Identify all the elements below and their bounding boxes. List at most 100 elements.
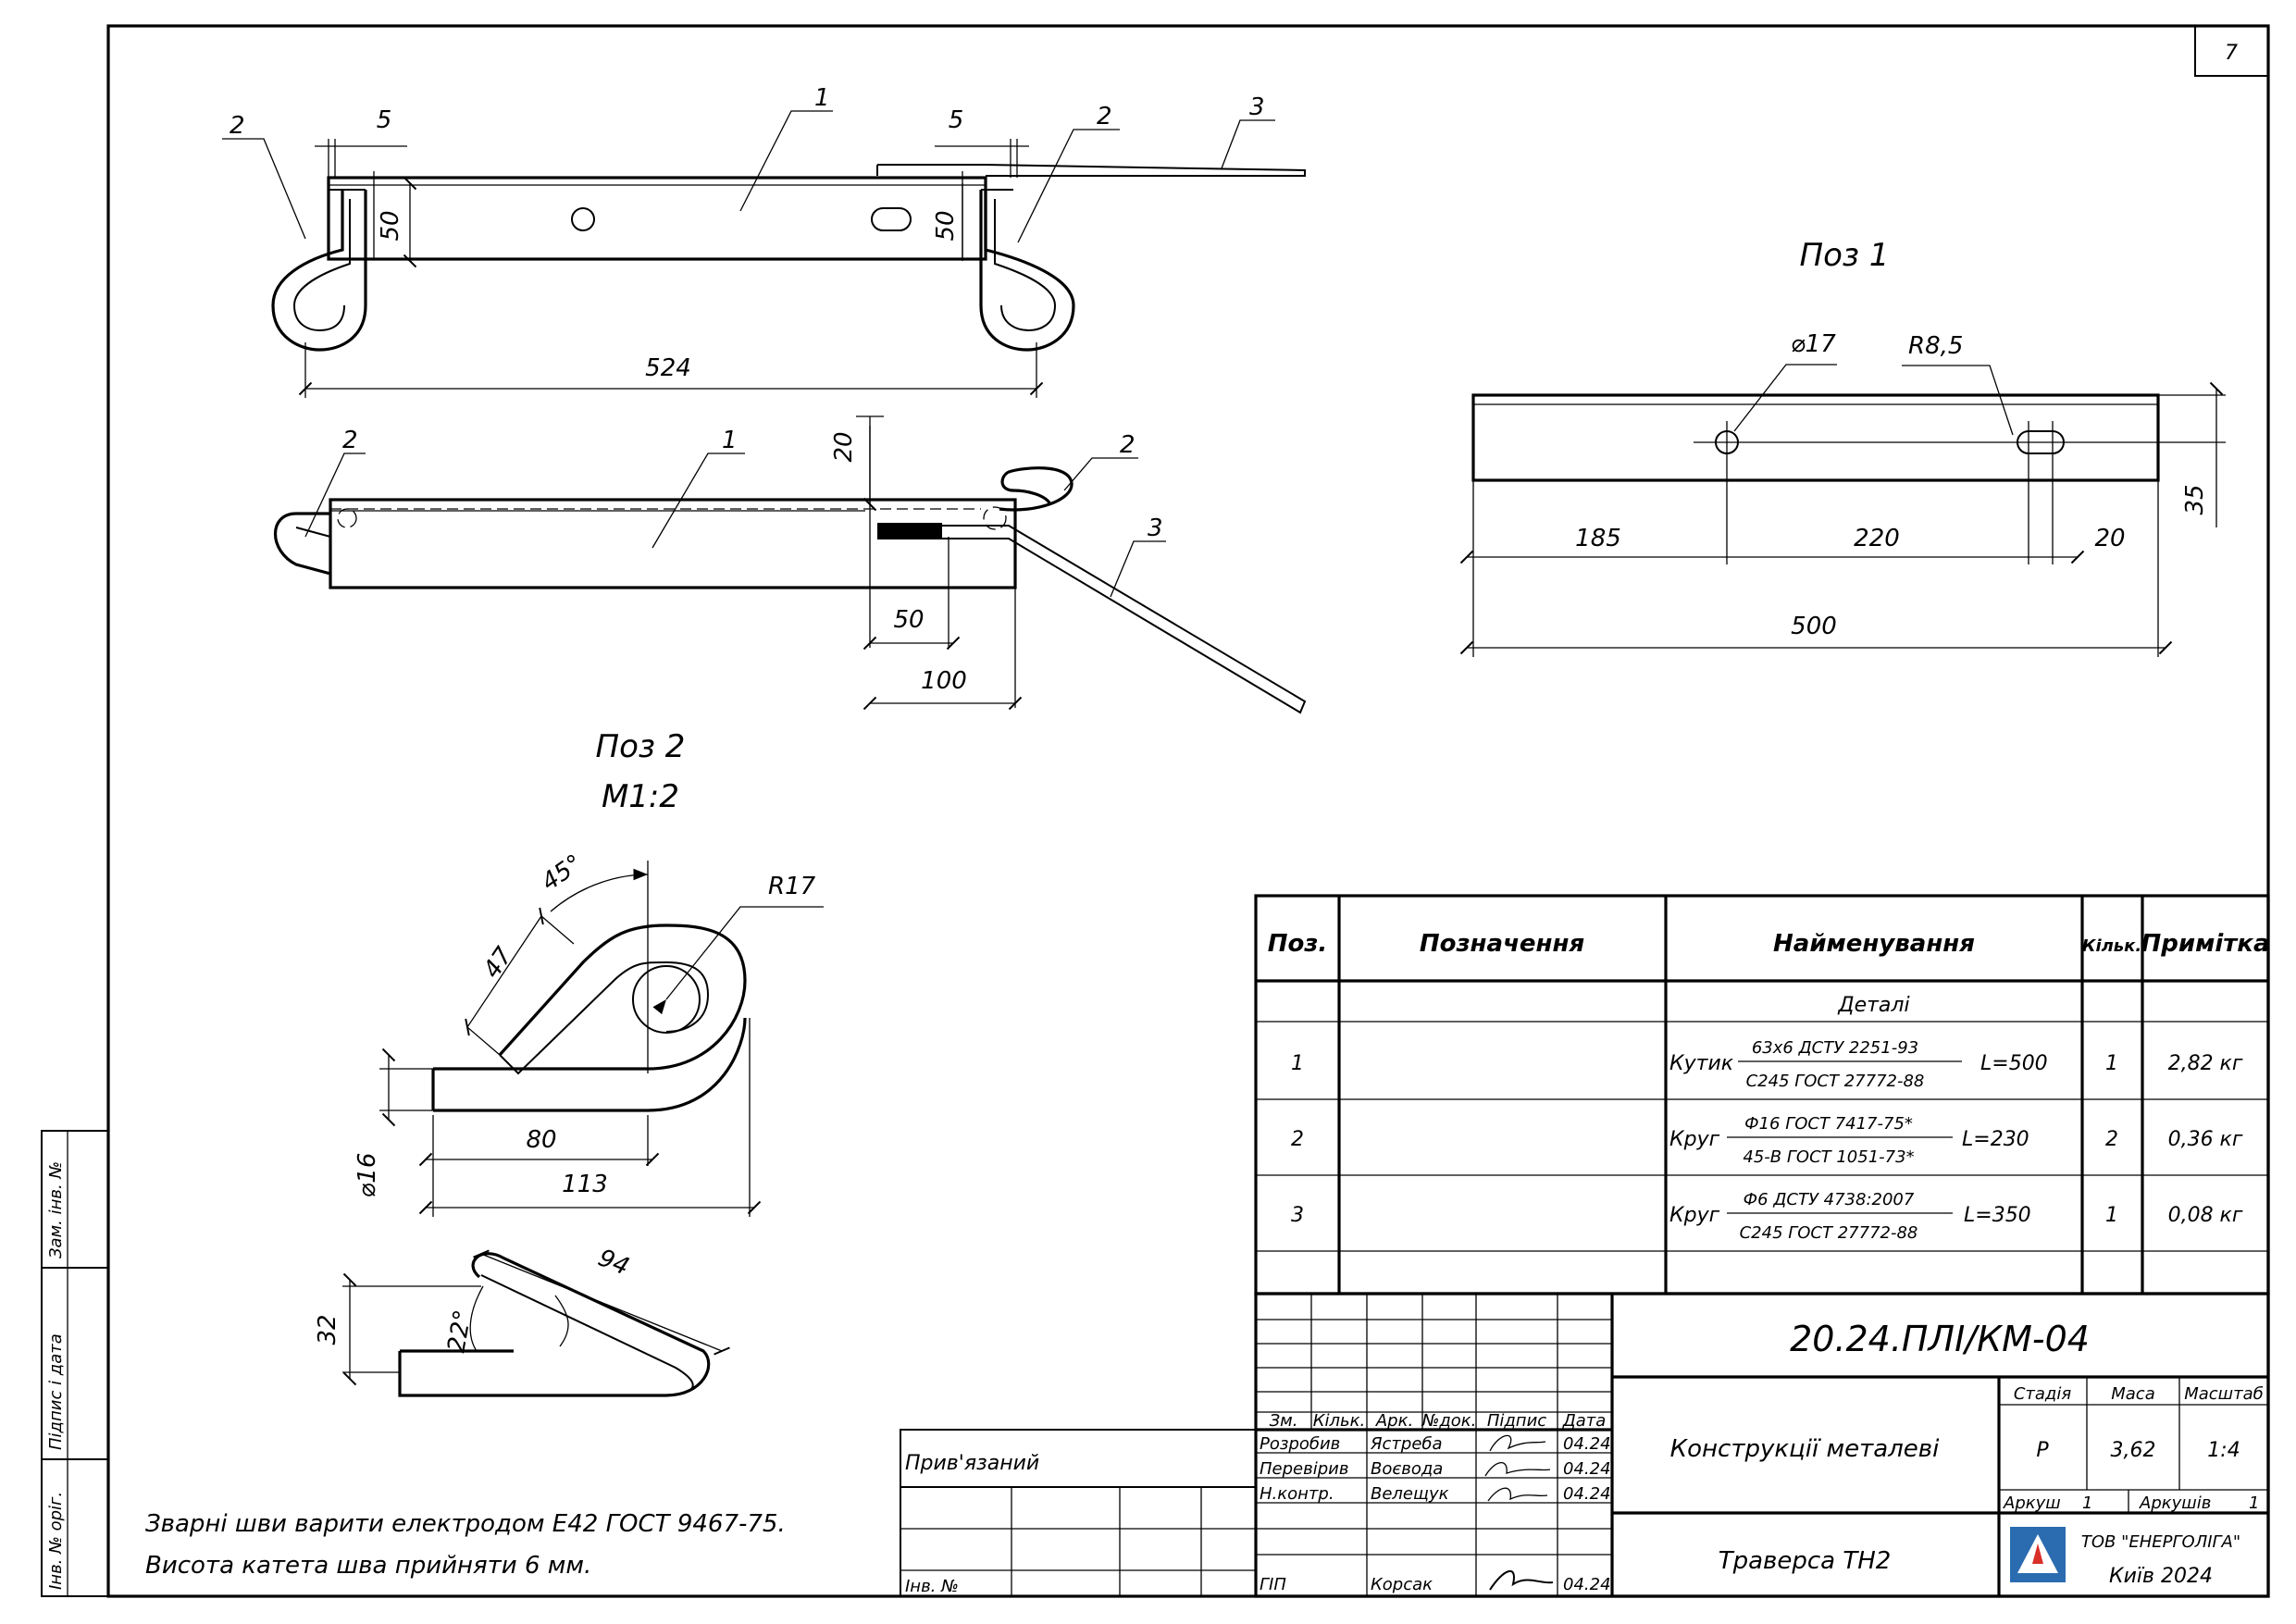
sheet-number-box: [2194, 25, 2269, 77]
tb-doc-code: 20.24.ПЛІ/КМ-04: [1790, 1319, 2090, 1359]
poz1-title: Поз 1: [1800, 237, 1890, 274]
note-electrode: Зварні шви варити електродом Е42 ГОСТ 94…: [145, 1510, 786, 1538]
sheet-frame: [106, 24, 2270, 1598]
tb-drawing-title: Траверса ТН2: [1719, 1547, 1892, 1575]
tb-city-year: Київ 2024: [2109, 1565, 2213, 1588]
tb-company: ТОВ "ЕНЕРГОЛІГА": [2081, 1532, 2240, 1552]
spec-row-pos: 1: [1291, 1052, 1304, 1075]
tb-sheet: 1: [2082, 1494, 2092, 1513]
dim-5-left: 5: [377, 106, 392, 134]
dim-50-left: 50: [377, 210, 404, 241]
tb-mass-label: Маса: [2111, 1384, 2155, 1404]
tb-section-title: Конструкції металеві: [1670, 1435, 1940, 1463]
tb-inv-no: Інв. №: [905, 1577, 959, 1596]
spec-table: Поз. Позначення Найменування Кільк. Прим…: [1254, 894, 2270, 1295]
plan-view: 50 100 20 1 2 2 3: [274, 415, 1307, 714]
spec-row-length: L=230: [1962, 1128, 2029, 1151]
tb-date: 04.24: [1563, 1434, 1611, 1454]
tb-role: Перевірив: [1260, 1459, 1348, 1479]
spec-row-length: L=350: [1964, 1204, 2031, 1227]
dim-20-plan: 20: [830, 431, 858, 462]
poz2-dim113: 113: [562, 1171, 608, 1198]
poz2-dim94: 94: [594, 1244, 633, 1281]
callout-3-elev: 3: [1249, 93, 1265, 121]
spec-row-qty: 2: [2105, 1128, 2118, 1151]
spec-row-qty: 1: [2105, 1052, 2118, 1075]
sheet-number: 7: [2225, 42, 2238, 65]
dim-220: 220: [1854, 525, 1900, 552]
callout-1-plan: 1: [722, 427, 738, 454]
poz2-angle45: 45°: [537, 849, 588, 897]
callout-2-plan-left: 2: [342, 427, 358, 454]
side-stamp-signature-date: Підпис і дата: [46, 1333, 66, 1450]
callout-1-elev: 1: [814, 84, 830, 112]
spec-header-qty: Кільк.: [2082, 936, 2142, 956]
spec-header-name: Найменування: [1773, 930, 1975, 958]
poz2-angle22: 22°: [442, 1308, 478, 1355]
poz1-hole: ⌀17: [1791, 330, 1836, 358]
spec-row-pos: 2: [1291, 1128, 1304, 1151]
tb-col-kilk: Кільк.: [1313, 1411, 1366, 1431]
spec-row-length: L=500: [1980, 1052, 2048, 1075]
tb-scale-label: Масштаб: [2184, 1384, 2264, 1404]
tb-date: 04.24: [1563, 1484, 1611, 1504]
dim-50-right: 50: [932, 210, 960, 241]
tb-linked: Прив'язаний: [905, 1452, 1039, 1475]
poz1-slot: R8,5: [1908, 332, 1963, 360]
signature-marks: [1484, 1434, 1554, 1591]
tb-sheet-label: Аркуш: [2003, 1494, 2061, 1513]
tb-role: Н.контр.: [1260, 1484, 1334, 1504]
tb-col-doc: №док.: [1421, 1411, 1477, 1431]
spec-header-note: Примітка: [2141, 930, 2269, 958]
tb-sheets: 1: [2249, 1494, 2259, 1513]
tb-stage-label: Стадія: [2014, 1384, 2072, 1404]
poz2-dim32: 32: [314, 1314, 341, 1345]
poz2-scale: М1:2: [602, 778, 679, 815]
spec-row-pos: 3: [1291, 1204, 1304, 1227]
spec-row-kind: Кутик: [1669, 1052, 1734, 1075]
spec-row-note: 2,82 кг: [2168, 1052, 2243, 1075]
spec-row-qty: 1: [2105, 1204, 2118, 1227]
spec-row-bottom: 45-В ГОСТ 1051-73*: [1743, 1147, 1914, 1167]
tb-role: ГІП: [1260, 1575, 1286, 1594]
tb-date: 04.24: [1563, 1459, 1611, 1479]
spec-row-kind: Круг: [1669, 1204, 1720, 1227]
spec-row: 1 Кутик 63х6 ДСТУ 2251-93 С245 ГОСТ 2777…: [1291, 1038, 2243, 1091]
poz2-r17: R17: [768, 873, 816, 900]
callout-2-elev-left: 2: [230, 112, 245, 140]
tb-col-date: Дата: [1562, 1411, 1607, 1431]
note-weld-height: Висота катета шва прийняти 6 мм.: [145, 1552, 591, 1580]
tb-stage: Р: [2036, 1439, 2049, 1462]
spec-row-bottom: С245 ГОСТ 27772-88: [1746, 1072, 1925, 1091]
dim-5-right: 5: [949, 106, 964, 134]
tb-role: Розробив: [1260, 1434, 1340, 1454]
elevation-view: 524 5 5 50 50 1 2 2 3: [222, 84, 1306, 398]
spec-header-pos: Поз.: [1268, 930, 1328, 958]
tb-name: Корсак: [1371, 1575, 1433, 1594]
spec-row-kind: Круг: [1669, 1128, 1720, 1151]
callout-2-plan-right: 2: [1120, 431, 1136, 459]
poz2-dim47: 47: [478, 942, 519, 984]
tb-date: 04.24: [1563, 1575, 1611, 1594]
spec-row: 3 Круг Ф6 ДСТУ 4738:2007 С245 ГОСТ 27772…: [1291, 1190, 2243, 1243]
spec-row-bottom: С245 ГОСТ 27772-88: [1740, 1223, 1918, 1243]
dim-500: 500: [1791, 613, 1837, 640]
tb-col-zm: Зм.: [1270, 1411, 1298, 1431]
spec-row-top: 63х6 ДСТУ 2251-93: [1752, 1038, 1918, 1058]
company-logo: [2010, 1527, 2066, 1582]
tb-name: Велещук: [1371, 1484, 1449, 1504]
poz2-dim16: ⌀16: [354, 1153, 381, 1198]
linked-block: Прив'язаний Інв. №: [900, 1429, 1257, 1597]
poz1-view: Поз 1 185 220 20 500 35 ⌀17 R8,5: [1459, 237, 2226, 657]
tb-scale: 1:4: [2207, 1439, 2240, 1462]
poz2-dim80: 80: [526, 1126, 556, 1154]
spec-row-note: 0,08 кг: [2168, 1204, 2243, 1227]
callout-3-plan: 3: [1148, 514, 1163, 542]
side-stamp: Зам. інв. № Підпис і дата Інв. № оріг.: [41, 1130, 109, 1597]
spec-row-top: Ф16 ГОСТ 7417-75*: [1744, 1114, 1913, 1134]
dim-524: 524: [645, 354, 691, 382]
spec-row-top: Ф6 ДСТУ 4738:2007: [1744, 1190, 1915, 1209]
dim-100-plan: 100: [921, 667, 967, 695]
side-stamp-inv-orig: Інв. № оріг.: [46, 1492, 66, 1590]
